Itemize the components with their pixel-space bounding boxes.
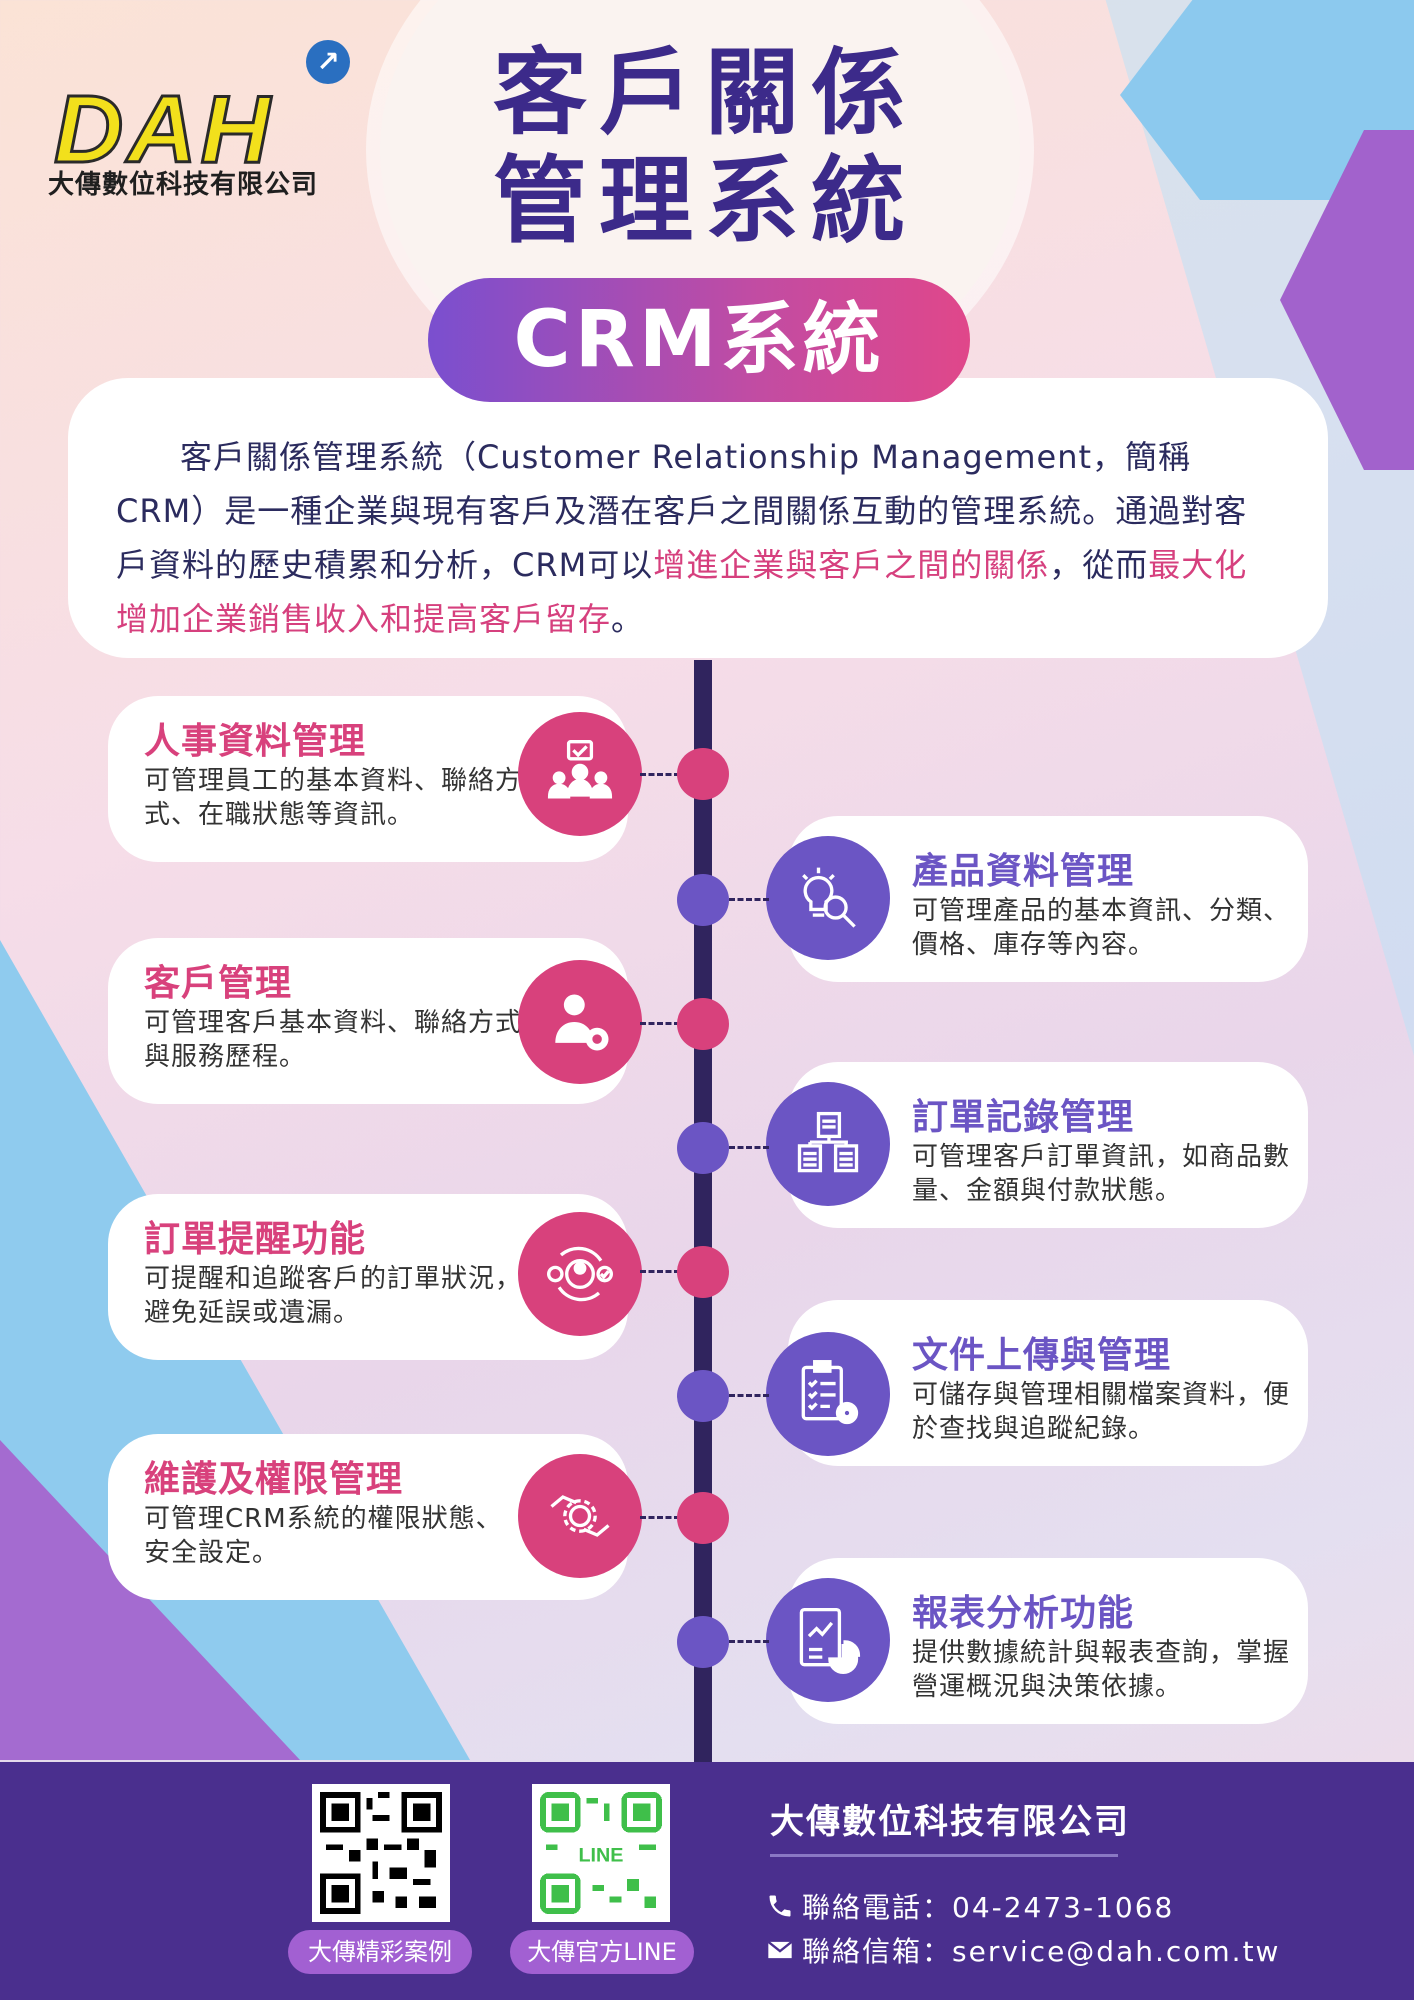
- feature-title: 文件上傳與管理: [912, 1335, 1172, 1376]
- crm-badge: CRM系統: [428, 278, 970, 402]
- feature-title: 報表分析功能: [912, 1593, 1135, 1634]
- phone-text: 聯絡電話：04-2473-1068: [802, 1891, 1175, 1924]
- timeline-dot: [677, 1370, 729, 1422]
- phone-icon: [769, 1895, 791, 1917]
- qr-label-line[interactable]: 大傳官方LINE: [510, 1930, 694, 1974]
- company-logo: ↗ DAH 大傳數位科技有限公司: [48, 40, 358, 201]
- clipboard-gear-icon: [766, 1332, 890, 1456]
- intro-text-part: ，從而: [1049, 546, 1149, 584]
- mail-icon: [767, 1940, 793, 1959]
- feature-desc: 可管理CRM系統的權限狀態、安全設定。: [144, 1504, 503, 1568]
- order-stack-icon: [766, 1082, 890, 1206]
- timeline-dot: [677, 748, 729, 800]
- intro-card: 客戶關係管理系統（Customer Relationship Managemen…: [68, 378, 1328, 658]
- timeline-dot: [677, 1616, 729, 1668]
- timeline-line: [694, 660, 712, 1762]
- connector-dash: [640, 1516, 680, 1519]
- intro-text: 客戶關係管理系統（Customer Relationship Managemen…: [116, 430, 1268, 646]
- feature-title: 訂單提醒功能: [144, 1219, 367, 1260]
- feature-title: 客戶管理: [144, 963, 293, 1004]
- feature-title: 維護及權限管理: [144, 1459, 404, 1500]
- qr-code-cases[interactable]: [312, 1784, 450, 1922]
- team-icon: [518, 712, 642, 836]
- logo-text: DAH: [53, 76, 274, 183]
- hands-gear-icon: [518, 1454, 642, 1578]
- logo-company-name: 大傳數位科技有限公司: [48, 170, 319, 200]
- connector-dash: [729, 898, 769, 901]
- timeline-dot: [677, 1122, 729, 1174]
- feature-card-hr: 人事資料管理 可管理員工的基本資料、聯絡方式、在職狀態等資訊。: [108, 696, 628, 862]
- qr-label-cases[interactable]: 大傳精彩案例: [288, 1930, 472, 1974]
- connector-dash: [640, 1270, 680, 1273]
- connector-dash: [729, 1146, 769, 1149]
- feature-title: 產品資料管理: [912, 851, 1135, 892]
- intro-text-part: 。: [611, 600, 645, 638]
- timeline-dot: [677, 874, 729, 926]
- connector-dash: [729, 1394, 769, 1397]
- timeline-dot: [677, 1492, 729, 1544]
- arrow-icon: ↗: [306, 40, 350, 84]
- footer: 大傳精彩案例 LINE 大傳官方LINE 大傳數位科技有限公司 聯絡電話：04-…: [0, 1762, 1414, 2000]
- title-line-1: 客戶關係: [492, 39, 917, 148]
- footer-company-name: 大傳數位科技有限公司: [770, 1802, 1130, 1842]
- intro-highlight: 增進企業與客戶之間的關係: [653, 546, 1050, 584]
- logo-mark: ↗ DAH: [48, 40, 350, 179]
- feature-desc: 可管理員工的基本資料、聯絡方式、在職狀態等資訊。: [144, 766, 523, 830]
- footer-divider: [770, 1854, 1118, 1857]
- qr-code-line[interactable]: LINE: [532, 1784, 670, 1922]
- connector-dash: [640, 1022, 680, 1025]
- page-title: 客戶關係 管理系統: [470, 40, 940, 256]
- report-chart-icon: [766, 1578, 890, 1702]
- footer-email[interactable]: 聯絡信箱：service@dah.com.tw: [766, 1930, 1280, 1970]
- feature-title: 訂單記錄管理: [912, 1097, 1135, 1138]
- connector-dash: [640, 773, 680, 776]
- customer-gear-icon: [518, 960, 642, 1084]
- intro-text-part: 客戶關係管理系統（Customer Relationship Managemen…: [116, 438, 1248, 584]
- feature-desc: 可管理客戶基本資料、聯絡方式與服務歷程。: [144, 1008, 523, 1072]
- connector-dash: [729, 1640, 769, 1643]
- feature-card-order-record: 訂單記錄管理 可管理客戶訂單資訊，如商品數量、金額與付款狀態。: [788, 1062, 1308, 1228]
- bulb-search-icon: [766, 836, 890, 960]
- line-logo-text: LINE: [579, 1845, 624, 1867]
- feature-card-document: 文件上傳與管理 可儲存與管理相關檔案資料，便於查找與追蹤紀錄。: [788, 1300, 1308, 1466]
- feature-card-permission: 維護及權限管理 可管理CRM系統的權限狀態、安全設定。: [108, 1434, 628, 1600]
- title-line-2: 管理系統: [492, 147, 917, 256]
- email-text: 聯絡信箱：service@dah.com.tw: [802, 1935, 1281, 1968]
- timeline-dot: [677, 998, 729, 1050]
- footer-phone[interactable]: 聯絡電話：04-2473-1068: [766, 1886, 1174, 1926]
- feature-desc: 可儲存與管理相關檔案資料，便於查找與追蹤紀錄。: [912, 1380, 1291, 1444]
- timeline-dot: [677, 1246, 729, 1298]
- feature-desc: 可提醒和追蹤客戶的訂單狀況，避免延誤或遺漏。: [144, 1264, 523, 1328]
- reminder-icon: [518, 1212, 642, 1336]
- feature-desc: 可管理客戶訂單資訊，如商品數量、金額與付款狀態。: [912, 1142, 1291, 1206]
- feature-title: 人事資料管理: [144, 721, 367, 762]
- intro-highlight: 最大化增加企業銷售收入和提高客戶留存: [116, 546, 1248, 638]
- feature-desc: 提供數據統計與報表查詢，掌握營運概況與決策依據。: [912, 1638, 1291, 1702]
- feature-desc: 可管理產品的基本資訊、分類、價格、庫存等內容。: [912, 896, 1291, 960]
